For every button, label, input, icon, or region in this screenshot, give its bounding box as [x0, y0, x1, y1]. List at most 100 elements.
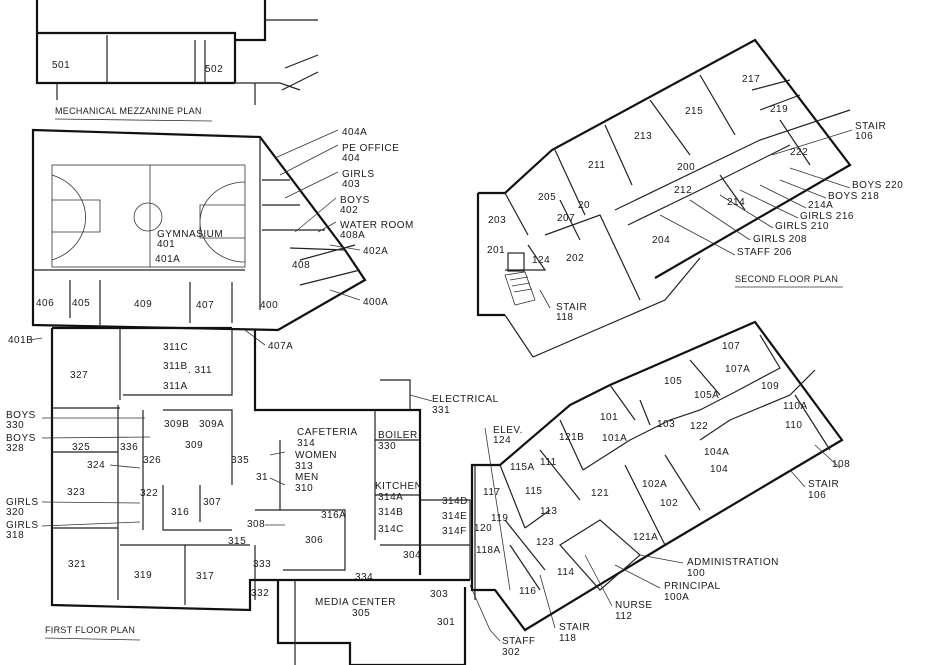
boiler-label: BOILER [378, 430, 418, 441]
room-405: 405 [72, 298, 90, 309]
room-408: 408 [292, 260, 310, 271]
room-203: 203 [488, 215, 506, 226]
room-104a: 104A [704, 447, 729, 458]
cafeteria-label: CAFETERIA [297, 427, 358, 438]
room-104: 104 [710, 464, 728, 475]
room-307: 307 [203, 497, 221, 508]
gymnasium-label: GYMNASIUM [157, 229, 223, 240]
room-323: 323 [67, 487, 85, 498]
room-115: 115 [525, 486, 542, 497]
room-311a: 311A [163, 381, 188, 392]
second-floor-partitions [504, 74, 851, 358]
room-117: 117 [483, 487, 500, 498]
leader-staff-302 [469, 584, 501, 642]
callout-girls-216: GIRLS 216 [800, 211, 854, 222]
room-101a: 101A [602, 433, 627, 444]
room-401: 401 [157, 239, 175, 250]
room-110a: 110A [783, 401, 808, 412]
callout-310: 310 [295, 483, 313, 494]
callout-108: 108 [832, 459, 850, 470]
room-334: 334 [355, 572, 373, 583]
room-314b: 314B [378, 507, 403, 518]
room-316a: 316A [321, 510, 346, 521]
room-332: 332 [251, 588, 269, 599]
room-335: 335 [231, 455, 249, 466]
gymnasium-wing: GYMNASIUM 401 401A 406 405 409 407 400 4… [8, 127, 413, 352]
room-214: 214 [727, 197, 745, 208]
media-center-label: MEDIA CENTER [315, 597, 396, 608]
room-304: 304 [403, 550, 421, 561]
callout-313: 313 [295, 461, 313, 472]
room-205: 205 [538, 192, 556, 203]
callout-girls-208: GIRLS 208 [753, 234, 807, 245]
room-309: 309 [185, 440, 203, 451]
callout-112: 112 [615, 611, 632, 622]
room-101: 101 [600, 412, 618, 423]
callout-320: 320 [6, 507, 24, 518]
callout-408a: 408A [340, 230, 365, 241]
basketball-court [51, 164, 246, 268]
callout-stair-118-label: STAIR [556, 302, 587, 313]
callout-boys-330-label: BOYS [6, 410, 36, 421]
callout-leaders [539, 129, 853, 309]
room-114: 114 [557, 567, 574, 578]
room-311b: 311B [163, 361, 188, 372]
court-keys [51, 174, 246, 263]
room-305: 305 [352, 608, 370, 619]
room-336: 336 [120, 442, 138, 453]
first-floor-plan: FIRST FLOOR PLAN 327 311C 311B . 311 311… [6, 326, 535, 665]
callout-stair-106-number: 106 [855, 131, 873, 142]
callout-400a: 400A [363, 297, 388, 308]
callout-331: 331 [432, 405, 450, 416]
room-327: 327 [70, 370, 88, 381]
callout-stair-118-label: STAIR [559, 622, 590, 633]
room-118a: 118A [476, 545, 501, 556]
second-floor-plan: 217 215 213 219 211 222 200 205 20 207 2… [476, 38, 903, 358]
room-401a: 401A [155, 254, 180, 265]
callout-stair-106-label: STAIR [808, 479, 839, 490]
room-200: 200 [677, 162, 695, 173]
callout-328: 328 [6, 443, 24, 454]
room-407: 407 [196, 300, 214, 311]
room-213: 213 [634, 131, 652, 142]
room-317: 317 [196, 571, 214, 582]
room-201: 201 [487, 245, 505, 256]
callout-staff-label: STAFF [502, 636, 535, 647]
callout-100a: 100A [664, 592, 689, 603]
room-202: 202 [566, 253, 584, 264]
room-316: 316 [171, 507, 189, 518]
callout-124: 124 [493, 435, 511, 446]
callout-404: 404 [342, 153, 360, 164]
room-107a: 107A [725, 364, 750, 375]
callout-principal-label: PRINCIPAL [664, 581, 721, 592]
room-314: 314 [297, 438, 315, 449]
room-123: 123 [536, 537, 554, 548]
callout-girls-320-label: GIRLS [6, 497, 39, 508]
callout-men-label: MEN [295, 472, 319, 483]
mezzanine-walls [35, 0, 267, 85]
first-floor-plan-title: FIRST FLOOR PLAN [45, 625, 135, 635]
room-212: 212 [674, 185, 692, 196]
room-319: 319 [134, 570, 152, 581]
room-107: 107 [722, 341, 740, 352]
room-113: 113 [540, 506, 557, 517]
callout-boys-218: BOYS 218 [828, 191, 879, 202]
room-309a: 309A [199, 419, 224, 430]
room-124: 124 [532, 255, 550, 266]
room-303: 303 [430, 589, 448, 600]
callout-330: 330 [6, 420, 24, 431]
callout-403: 403 [342, 179, 360, 190]
callout-pe-office: PE OFFICE [342, 143, 399, 154]
elevator-shaft [507, 252, 525, 272]
room-217: 217 [742, 74, 760, 85]
mezzanine-plan-title: MECHANICAL MEZZANINE PLAN [55, 106, 202, 116]
callout-407a: 407A [268, 341, 293, 352]
callout-318: 318 [6, 530, 24, 541]
mezzanine-partitions [56, 19, 319, 105]
room-314e: 314E [442, 511, 467, 522]
callout-leaders [484, 427, 841, 629]
room-321: 321 [68, 559, 86, 570]
room-31x: 31 [256, 472, 268, 483]
room-219: 219 [770, 104, 788, 115]
